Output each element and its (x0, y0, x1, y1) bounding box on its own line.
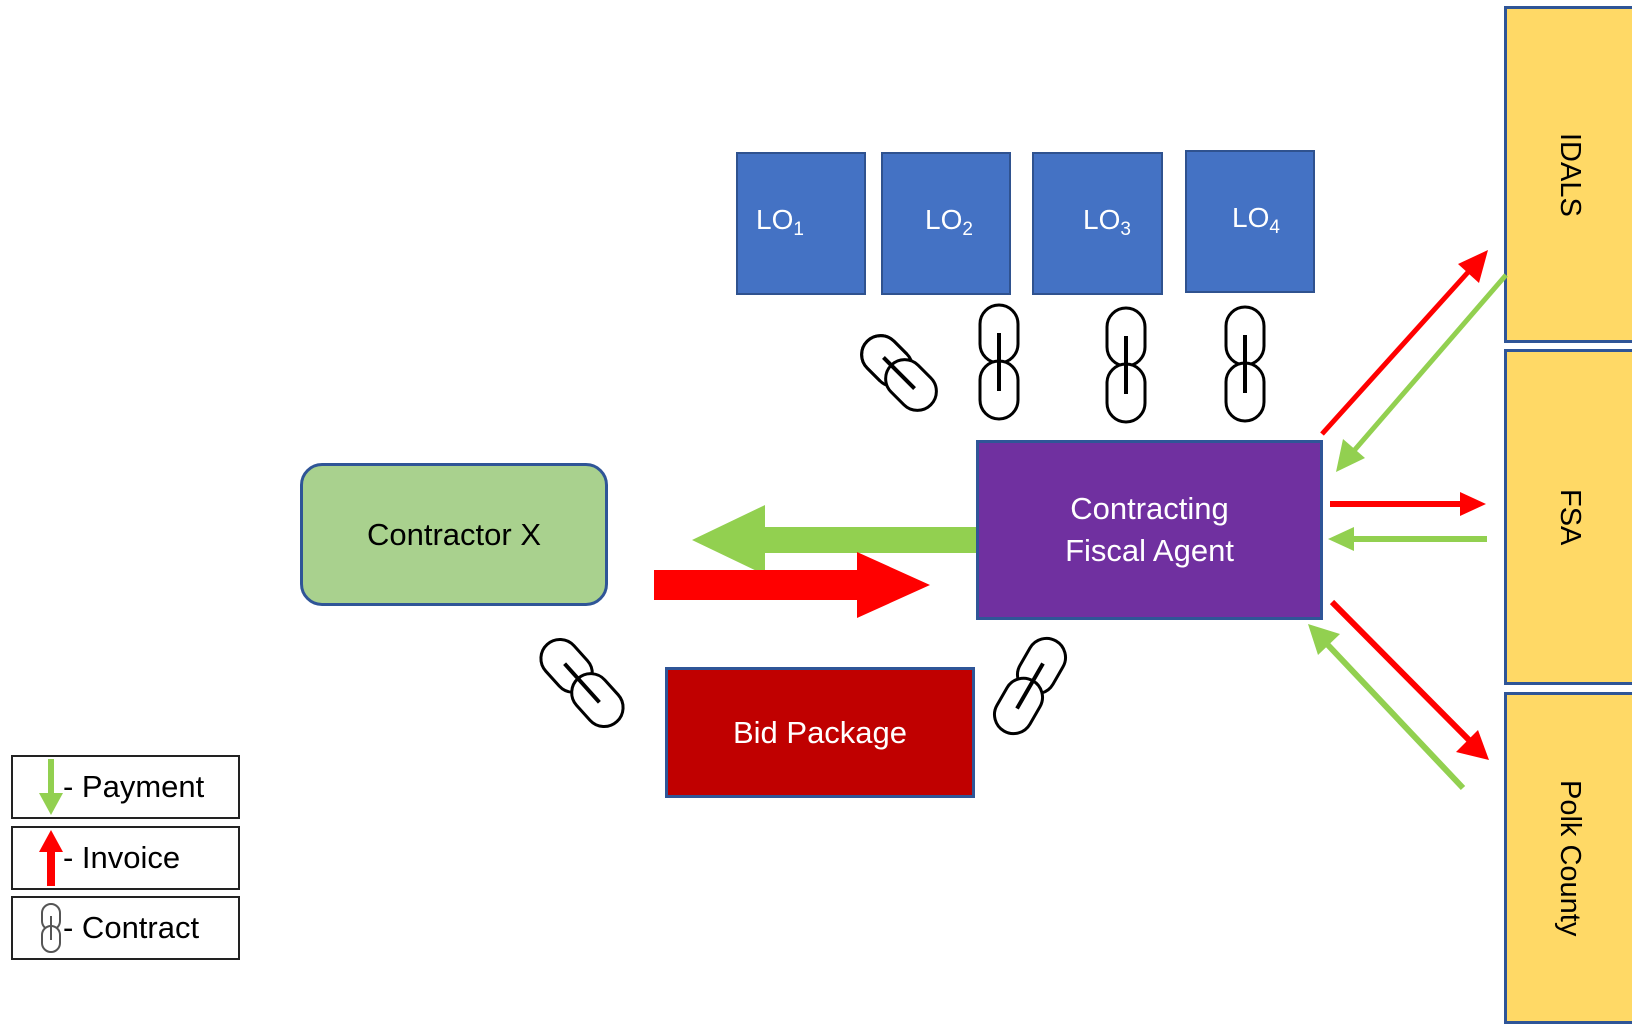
lo-box-4: LO4 (1185, 150, 1315, 293)
invoice-arrow-to-polk-county (1329, 599, 1489, 760)
funder-polk-county: Polk County (1504, 692, 1632, 1024)
payment-arrow-from-polk-county (1308, 624, 1466, 791)
chain-link-icon (993, 636, 1067, 736)
payment-arrow-large (692, 505, 976, 575)
chain-link-icon (539, 637, 625, 729)
lo-subscript: 1 (793, 219, 804, 240)
payment-arrow-from-idals (1336, 273, 1508, 472)
chain-link-icon (41, 903, 61, 953)
lo-subscript: 3 (1120, 219, 1131, 240)
invoice-arrow-to-fsa (1330, 492, 1486, 516)
funder-label: Polk County (1554, 779, 1586, 937)
funder-idals: IDALS (1504, 6, 1632, 343)
bid-package-label: Bid Package (732, 714, 908, 750)
chain-link-icon (860, 334, 938, 412)
lo-label: LO (1232, 202, 1270, 233)
contractor-box: Contractor X (300, 463, 608, 606)
payment-arrow-icon (39, 759, 63, 815)
invoice-arrow-to-idals (1320, 250, 1488, 436)
chain-link-icon (1224, 305, 1266, 423)
lo-box-1: LO1 (736, 152, 866, 295)
legend-payment: - Payment (11, 755, 240, 819)
chain-link-icon (1105, 306, 1147, 424)
legend-invoice-label: - Invoice (63, 840, 181, 875)
legend-invoice: - Invoice (11, 826, 240, 890)
lo-label: LO (756, 204, 794, 235)
chain-link-icon (978, 303, 1020, 421)
lo-label: LO (1083, 204, 1121, 235)
invoice-arrow-icon (39, 830, 63, 886)
fiscal-agent-line-2: Fiscal Agent (1065, 533, 1234, 568)
funder-label: FSA (1554, 488, 1586, 546)
fiscal-agent-line-1: Contracting (1070, 491, 1229, 526)
legend-payment-label: - Payment (63, 769, 205, 804)
lo-box-2: LO2 (881, 152, 1011, 295)
lo-subscript: 4 (1269, 217, 1280, 238)
fiscal-agent-box: Contracting Fiscal Agent (976, 440, 1323, 620)
lo-box-3: LO3 (1032, 152, 1163, 295)
payment-arrow-from-fsa (1328, 527, 1487, 551)
contractor-label: Contractor X (366, 516, 541, 552)
bid-package-box: Bid Package (665, 667, 975, 798)
funder-fsa: FSA (1504, 349, 1632, 685)
lo-label: LO (925, 204, 963, 235)
invoice-arrow-large (654, 552, 930, 618)
funder-label: IDALS (1554, 132, 1586, 217)
legend-contract-label: - Contract (63, 910, 200, 945)
lo-subscript: 2 (962, 219, 973, 240)
legend-contract: - Contract (11, 896, 240, 960)
